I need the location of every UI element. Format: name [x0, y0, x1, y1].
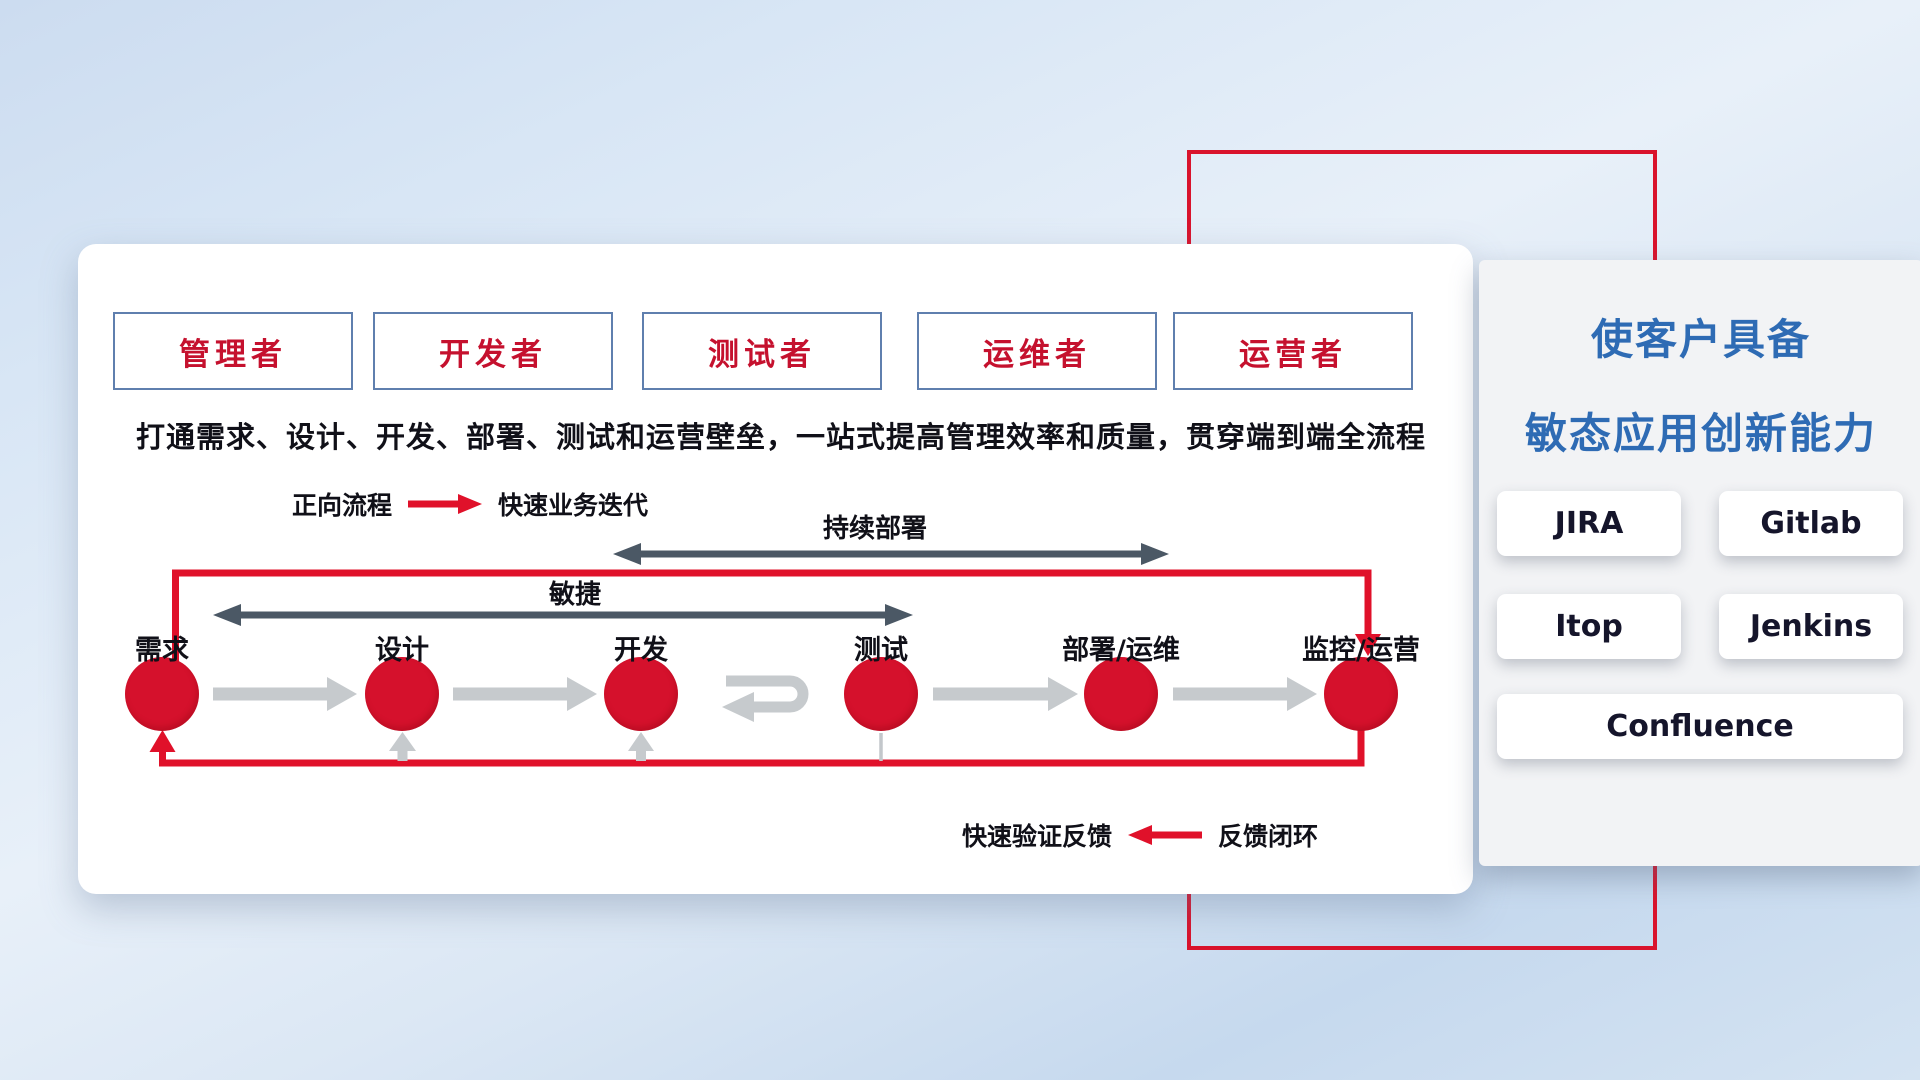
- flow-label-deploy-ops: 部署/运维: [1062, 635, 1180, 666]
- continuous-deploy-label: 持续部署: [822, 514, 927, 544]
- flow-node-deploy-ops: [1084, 657, 1158, 731]
- role-label: 开发者: [439, 336, 547, 373]
- tool-label: JIRA: [1554, 506, 1624, 541]
- flow-connectors: [149, 569, 1381, 767]
- role-box-tester: 测试者: [642, 312, 882, 390]
- tool-label: Itop: [1555, 609, 1623, 644]
- flow-label-design: 设计: [375, 635, 429, 666]
- flow-node-design: [365, 657, 439, 731]
- flow-label-requirement: 需求: [135, 635, 189, 666]
- flow-label-monitor: 监控/运营: [1302, 635, 1420, 666]
- tool-box-confluence: Confluence: [1497, 694, 1903, 759]
- flow-node-test: [844, 657, 918, 731]
- role-label: 运维者: [983, 336, 1091, 373]
- flow-node-requirement: [125, 657, 199, 731]
- role-box-manager: 管理者: [113, 312, 353, 390]
- tool-label: Jenkins: [1749, 609, 1873, 644]
- capability-title-line1: 使客户具备: [1590, 315, 1811, 364]
- tool-label: Gitlab: [1760, 506, 1862, 541]
- role-label: 管理者: [179, 336, 287, 373]
- feedback-loop-arrowhead: [149, 730, 176, 752]
- flow-label-test: 测试: [854, 635, 908, 666]
- flow-label-develop: 开发: [614, 635, 668, 666]
- forward-legend: 正向流程 快速业务迭代: [292, 487, 648, 521]
- forward-legend-desc: 快速业务迭代: [498, 491, 649, 520]
- feedback-legend-label: 反馈闭环: [1218, 822, 1319, 851]
- feedback-arrow-icon: [1128, 825, 1203, 845]
- role-box-ops: 运维者: [917, 312, 1157, 390]
- feedback-legend: 快速验证反馈 反馈闭环: [962, 818, 1318, 852]
- tool-box-itop: Itop: [1497, 594, 1681, 659]
- panel-subtitle: 打通需求、设计、开发、部署、测试和运营壁垒，一站式提高管理效率和质量，贯穿端到端…: [136, 420, 1427, 454]
- tool-box-jira: JIRA: [1497, 491, 1681, 556]
- role-box-operator: 运营者: [1173, 312, 1413, 390]
- agile-arrow: [213, 604, 913, 626]
- capability-panel: 使客户具备 敏态应用创新能力 JIRA Gitlab Itop Jenkins …: [1479, 260, 1920, 866]
- forward-loop-arrowhead: [1355, 634, 1381, 656]
- forward-arrow-icon: [408, 494, 483, 514]
- capability-title-line2: 敏态应用创新能力: [1524, 409, 1877, 458]
- tool-box-gitlab: Gitlab: [1719, 491, 1903, 556]
- role-label: 测试者: [708, 336, 816, 373]
- agile-label: 敏捷: [548, 580, 601, 610]
- forward-loop-line: [172, 569, 1372, 689]
- workflow-panel: 管理者 开发者 测试者 运维者 运营者 打通需求、设计、开发、部署、测试和运营壁…: [78, 244, 1473, 894]
- flow-node-monitor: [1324, 657, 1398, 731]
- uturn-iteration-icon: [726, 675, 809, 713]
- role-label: 运营者: [1239, 336, 1347, 373]
- feedback-legend-desc: 快速验证反馈: [962, 822, 1113, 851]
- tool-box-jenkins: Jenkins: [1719, 594, 1903, 659]
- continuous-deploy-arrow: [613, 543, 1169, 565]
- flow-node-develop: [604, 657, 678, 731]
- tool-label: Confluence: [1606, 709, 1794, 744]
- forward-legend-label: 正向流程: [292, 491, 393, 520]
- role-box-developer: 开发者: [373, 312, 613, 390]
